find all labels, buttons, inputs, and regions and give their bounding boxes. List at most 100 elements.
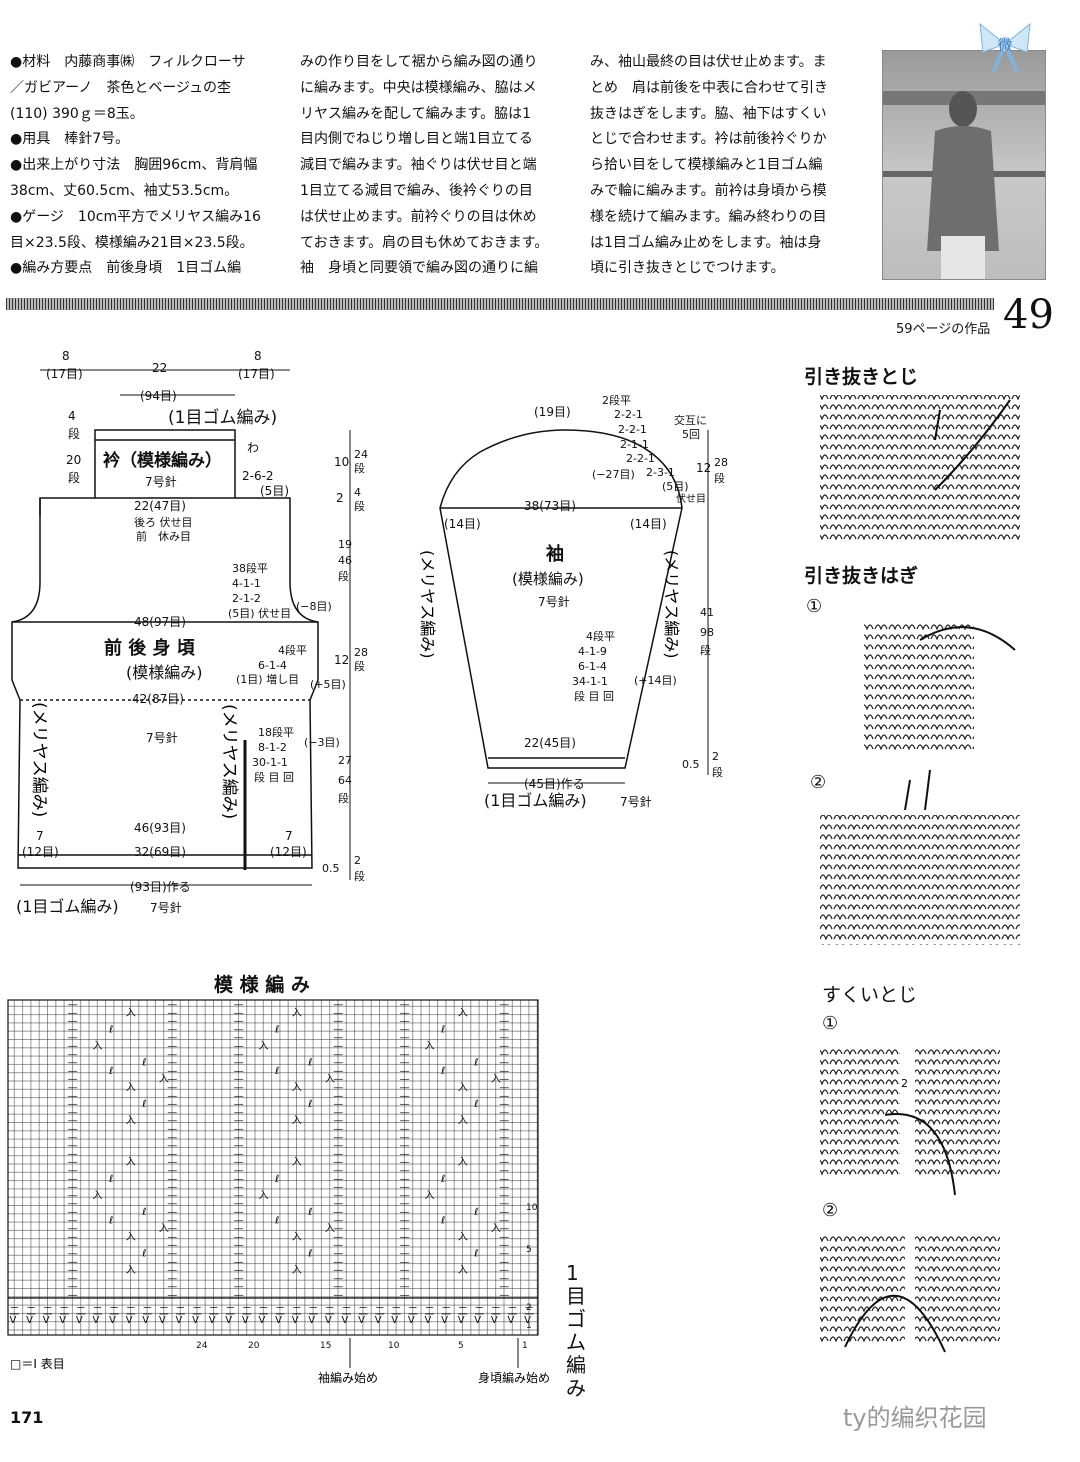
- sl-inc-b: 4-1-9: [578, 645, 607, 658]
- purl-symbol: —: [333, 1107, 343, 1118]
- h4c: 段: [354, 659, 365, 673]
- rib-bottom-label: (1目ゴム編み): [16, 897, 119, 916]
- purl-symbol: —: [234, 1016, 244, 1027]
- purl-symbol: —: [68, 1240, 78, 1251]
- rib-symbol: 二: [176, 1307, 186, 1318]
- purl-symbol: —: [234, 1182, 244, 1193]
- cap-a: 2段平: [602, 393, 631, 407]
- sleeve-schematic: (19目) 2段平 2-2-1 2-2-1 2-1-1 2-2-1 2-3-1 …: [420, 393, 728, 810]
- sl-h3b: 2: [712, 750, 719, 763]
- rib-symbol: V: [126, 1315, 133, 1326]
- cable-symbol: ℓ: [474, 1099, 478, 1110]
- purl-symbol: —: [167, 1199, 177, 1210]
- purl-symbol: —: [234, 1190, 244, 1201]
- sl-h2: 41: [700, 606, 714, 619]
- purl-symbol: —: [400, 1107, 410, 1118]
- rib-symbol: V: [10, 1315, 17, 1326]
- purl-symbol: —: [167, 1157, 177, 1168]
- cable-symbol: 入: [325, 1074, 335, 1085]
- cap-h: 伏せ目: [676, 492, 706, 505]
- text-line: みの作り目をして裾から編み図の通り: [300, 54, 538, 70]
- chart-legend: □＝Ⅰ 表目: [10, 1357, 65, 1371]
- dim-top-right: 8: [254, 349, 262, 363]
- purl-symbol: —: [499, 1033, 509, 1044]
- chart-title: 模 様 編 み: [214, 974, 310, 996]
- purl-symbol: —: [68, 1016, 78, 1027]
- corner-right: (12目): [270, 845, 307, 859]
- purl-symbol: —: [167, 1016, 177, 1027]
- purl-symbol: —: [68, 1157, 78, 1168]
- purl-symbol: —: [499, 1124, 509, 1135]
- rib-symbol: V: [292, 1315, 299, 1326]
- purl-symbol: —: [68, 1049, 78, 1060]
- purl-symbol: —: [68, 1199, 78, 1210]
- purl-symbol: —: [400, 1182, 410, 1193]
- purl-symbol: —: [167, 1041, 177, 1052]
- rib-top-label: (1目ゴム編み): [168, 407, 277, 428]
- purl-symbol: —: [400, 1157, 410, 1168]
- purl-symbol: —: [234, 1157, 244, 1168]
- collar-rows-b: 段: [68, 426, 80, 441]
- arm-rows-b: 4-1-1: [232, 577, 261, 590]
- dec-rows-c: 30-1-1: [252, 756, 288, 769]
- purl-symbol: —: [234, 1282, 244, 1293]
- col-mark-5: 5: [458, 1341, 464, 1351]
- purl-symbol: —: [400, 1207, 410, 1218]
- rib-symbol: V: [524, 1315, 531, 1326]
- purl-symbol: —: [499, 1265, 509, 1276]
- page-ref: 59ページの作品: [896, 322, 991, 337]
- purl-symbol: —: [167, 1232, 177, 1243]
- purl-symbol: —: [234, 1224, 244, 1235]
- sl-h3c: 段: [712, 765, 723, 779]
- purl-symbol: —: [167, 1058, 177, 1069]
- purl-symbol: —: [234, 1008, 244, 1019]
- h2c: 段: [354, 499, 365, 513]
- rib-symbol: 二: [43, 1307, 53, 1318]
- purl-symbol: —: [333, 1099, 343, 1110]
- step-2a: ②: [810, 772, 827, 793]
- purl-symbol: —: [68, 1124, 78, 1135]
- divider-bar: [6, 298, 994, 310]
- cable-symbol: 入: [425, 1041, 435, 1052]
- h2: 2: [336, 491, 344, 505]
- rib-symbol: 二: [474, 1307, 484, 1318]
- rib-symbol: V: [26, 1315, 33, 1326]
- purl-symbol: —: [499, 1091, 509, 1102]
- purl-symbol: —: [234, 1041, 244, 1052]
- purl-symbol: —: [333, 1058, 343, 1069]
- col-mark-20: 20: [248, 1341, 260, 1351]
- purl-symbol: —: [400, 1091, 410, 1102]
- step-num: 2: [901, 1077, 908, 1090]
- inc-rows-d: (+5目): [310, 678, 346, 691]
- rib-symbol: 二: [408, 1307, 418, 1318]
- purl-symbol: —: [400, 1066, 410, 1077]
- inc-rows-c: (1目) 増し目: [236, 673, 299, 686]
- sleeve-cast-on: (45目)作る: [524, 777, 585, 791]
- body-title-sub: (模様編み): [126, 663, 203, 682]
- rib-symbol: 二: [325, 1307, 335, 1318]
- row-mark-10: 10: [526, 1203, 538, 1213]
- purl-symbol: —: [400, 1190, 410, 1201]
- h1b: 24: [354, 448, 368, 461]
- sleeve-needle: 7号針: [538, 594, 570, 609]
- purl-symbol: —: [333, 1290, 343, 1301]
- purl-symbol: —: [400, 1058, 410, 1069]
- text-line: 様を続けて編みます。編み終わりの目: [590, 208, 827, 225]
- neck-dec-sts: (5目): [260, 484, 289, 498]
- rib-symbol: V: [491, 1315, 498, 1326]
- rib-symbol: 二: [491, 1307, 501, 1318]
- purl-symbol: —: [400, 1215, 410, 1226]
- rib-symbol: V: [109, 1315, 116, 1326]
- purl-symbol: —: [400, 1290, 410, 1301]
- h5c: 段: [338, 791, 349, 805]
- purl-symbol: —: [167, 1091, 177, 1102]
- text-line: (110) 390ｇ＝8玉。: [10, 105, 144, 122]
- inc-rows-b: 6-1-4: [258, 659, 287, 672]
- purl-symbol: —: [68, 1207, 78, 1218]
- rib-symbol: 二: [375, 1307, 385, 1318]
- title-hikinuki-hagi: 引き抜きはぎ: [804, 565, 919, 587]
- purl-symbol: —: [68, 1099, 78, 1110]
- col-mark-15: 15: [320, 1341, 331, 1351]
- purl-symbol: —: [400, 1008, 410, 1019]
- purl-symbol: —: [400, 1116, 410, 1127]
